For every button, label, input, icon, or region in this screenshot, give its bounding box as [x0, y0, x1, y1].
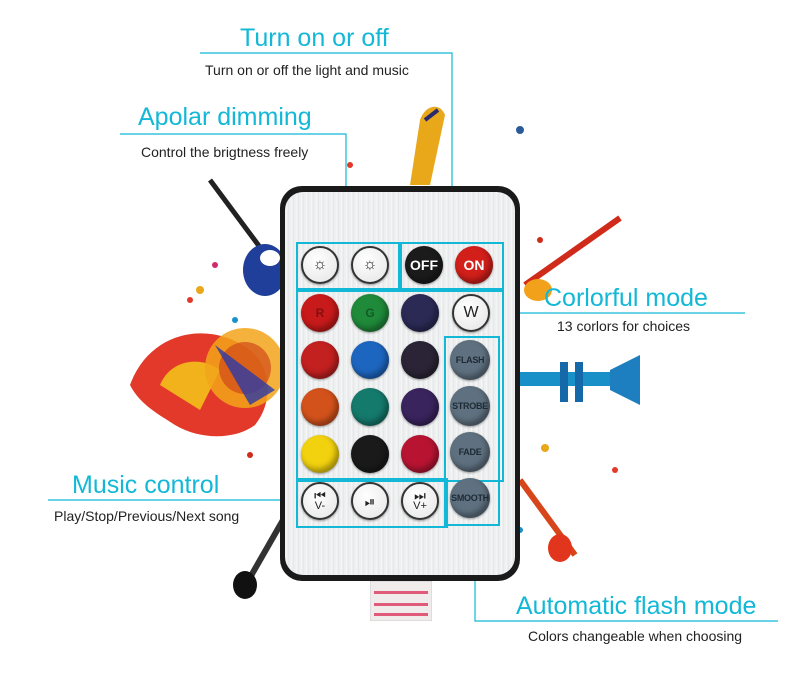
power-group-box: [400, 242, 504, 290]
next-button[interactable]: ⏭ V+: [401, 482, 439, 520]
saxophone-decoration: [410, 106, 445, 185]
color-button-purple[interactable]: [401, 388, 439, 426]
music-annotation-desc: Play/Stop/Previous/Next song: [54, 508, 240, 524]
color-button-red[interactable]: R: [301, 294, 339, 332]
music-annotation-title: Music control: [72, 471, 220, 499]
color-group-box: [296, 290, 504, 482]
previous-button[interactable]: ⏮ V-: [301, 482, 339, 520]
color-button-yellow[interactable]: [301, 435, 339, 473]
smooth-button-label: SMOOTH: [451, 493, 489, 503]
power-annotation-desc: Turn on or off the light and music: [205, 62, 409, 78]
color-button-dark-purple[interactable]: [401, 341, 439, 379]
fade-button-label: FADE: [458, 447, 482, 457]
color-button-navy[interactable]: [401, 294, 439, 332]
french-horn-decoration: [130, 328, 285, 437]
volume-down-label: V-: [314, 500, 326, 512]
color-button-orange[interactable]: [301, 388, 339, 426]
mode-group-box: [444, 336, 500, 526]
on-button[interactable]: ON: [455, 246, 493, 284]
flash-button-label: FLASH: [455, 355, 485, 365]
power-annotation-title: Turn on or off: [240, 24, 389, 52]
guitar-right-decoration: [523, 215, 622, 301]
flash-annotation-title: Automatic flash mode: [516, 592, 757, 620]
guitar-lower-right-decoration: [517, 478, 578, 562]
colorful-annotation-desc: 13 corlors for choices: [557, 318, 691, 334]
next-icon: ⏭: [414, 488, 426, 503]
color-button-label: G: [365, 306, 375, 320]
brightness-down-icon: ☼: [312, 256, 328, 273]
guitar-left-decoration: [207, 178, 287, 296]
brightness-up-button[interactable]: ☼: [351, 246, 389, 284]
dimming-annotation-desc: Control the brigtness freely: [141, 144, 309, 160]
off-button[interactable]: OFF: [405, 246, 443, 284]
smooth-button[interactable]: SMOOTH: [450, 478, 490, 518]
off-button-label: OFF: [410, 257, 438, 273]
trumpet-decoration: [520, 355, 640, 405]
strobe-button[interactable]: STROBE: [450, 386, 490, 426]
color-button-blue[interactable]: [351, 341, 389, 379]
color-button-white[interactable]: W: [452, 294, 490, 332]
dimming-group-box: [296, 242, 400, 290]
play-pause-button[interactable]: ⏯: [351, 482, 389, 520]
battery-tab: [370, 581, 432, 621]
flash-annotation-desc: Colors changeable when choosing: [528, 628, 743, 644]
play-pause-icon: ⏯: [364, 493, 376, 509]
color-button-label: W: [463, 304, 479, 321]
colorful-annotation-title: Corlorful mode: [544, 284, 708, 312]
dimming-annotation-title: Apolar dimming: [138, 103, 312, 131]
volume-up-label: V+: [413, 500, 427, 512]
strobe-button-label: STROBE: [452, 401, 488, 411]
guitar-lower-left-decoration: [233, 518, 286, 599]
color-button-green[interactable]: G: [351, 294, 389, 332]
brightness-down-button[interactable]: ☼: [301, 246, 339, 284]
color-button-crimson[interactable]: [401, 435, 439, 473]
confetti-decoration: [187, 126, 618, 533]
color-button-black[interactable]: [351, 435, 389, 473]
music-group-box: [296, 478, 448, 528]
on-button-label: ON: [463, 257, 485, 273]
color-button-teal[interactable]: [351, 388, 389, 426]
remote-control: ☼ ☼ OFF ON R G W FLASH STROBE FADE SMOOT…: [280, 186, 520, 581]
color-button-label: R: [315, 306, 325, 320]
flash-button[interactable]: FLASH: [450, 340, 490, 380]
brightness-up-icon: ☼: [362, 256, 378, 273]
color-button-red-2[interactable]: [301, 341, 339, 379]
fade-button[interactable]: FADE: [450, 432, 490, 472]
previous-icon: ⏮: [314, 488, 326, 503]
